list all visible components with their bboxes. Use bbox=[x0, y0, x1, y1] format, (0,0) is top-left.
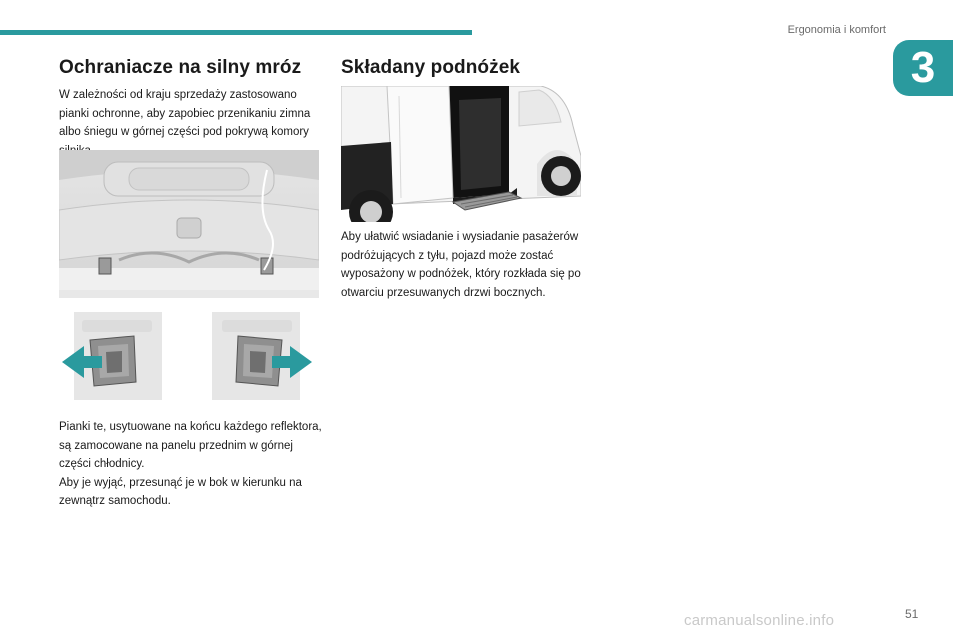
text-line: części chłodnicy. bbox=[59, 458, 145, 470]
left-intro-text: W zależności od kraju sprzedaży zastosow… bbox=[59, 86, 310, 160]
chapter-badge: 3 bbox=[893, 40, 953, 96]
chapter-number: 3 bbox=[910, 43, 936, 92]
left-caption-text: Pianki te, usytuowane na końcu każdego r… bbox=[59, 418, 322, 511]
text-line: Aby je wyjąć, przesunąć je w bok w kieru… bbox=[59, 476, 302, 489]
text-line: wyposażony w podnóżek, który rozkłada si… bbox=[341, 268, 581, 280]
top-accent-bar bbox=[0, 30, 472, 35]
watermark-text: carmanualsonline.info bbox=[684, 612, 835, 629]
left-foam-detail-illustration bbox=[62, 312, 162, 400]
text-line: albo śniegu w górnej części pod pokrywą … bbox=[59, 126, 309, 138]
text-line: zewnątrz samochodu. bbox=[59, 495, 171, 507]
text-line: pianki ochronne, aby zapobiec przenikani… bbox=[59, 107, 311, 120]
text-line: są zamocowane na panelu przednim w górne… bbox=[59, 439, 293, 452]
right-section-title: Składany podnóżek bbox=[341, 57, 521, 78]
left-section-title: Ochraniacze na silny mróz bbox=[59, 57, 302, 78]
engine-compartment-illustration bbox=[59, 150, 319, 298]
right-foam-detail-illustration bbox=[212, 312, 312, 400]
right-body-text: Aby ułatwić wsiadanie i wysiadanie pasaż… bbox=[341, 228, 581, 302]
text-line: W zależności od kraju sprzedaży zastosow… bbox=[59, 89, 297, 101]
section-header: Ergonomia i komfort bbox=[787, 24, 886, 36]
text-line: podróżujących z tyłu, pojazd może zostać bbox=[341, 249, 554, 262]
van-footstep-illustration bbox=[341, 86, 581, 222]
text-line: Aby ułatwić wsiadanie i wysiadanie pasaż… bbox=[341, 231, 579, 243]
text-line: Pianki te, usytuowane na końcu każdego r… bbox=[59, 421, 322, 433]
text-line: otwarciu przesuwanych drzwi bocznych. bbox=[341, 286, 546, 299]
page-number: 51 bbox=[905, 607, 919, 621]
